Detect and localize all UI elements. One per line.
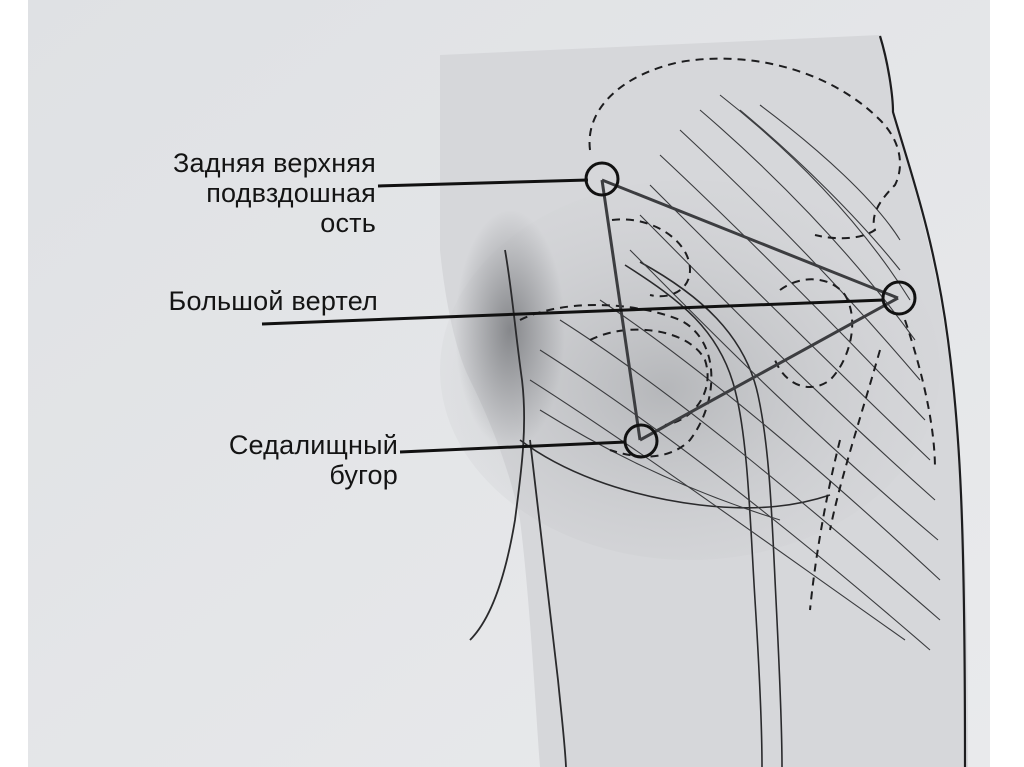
label-greater-trochanter-line-1: Большой вертел bbox=[169, 286, 378, 316]
label-greater-trochanter: Большой вертел bbox=[169, 286, 378, 316]
label-psis-line-3: ость bbox=[173, 208, 376, 238]
label-psis: Задняя верхняя подвздошная ость bbox=[173, 148, 376, 238]
label-ischial-line-1: Седалищный bbox=[229, 430, 398, 460]
label-psis-line-2: подвздошная bbox=[173, 178, 376, 208]
label-ischial-tuberosity: Седалищный бугор bbox=[229, 430, 398, 490]
label-psis-line-1: Задняя верхняя bbox=[173, 148, 376, 178]
gluteal-fold-shadow bbox=[455, 210, 565, 450]
label-ischial-line-2: бугор bbox=[229, 460, 398, 490]
